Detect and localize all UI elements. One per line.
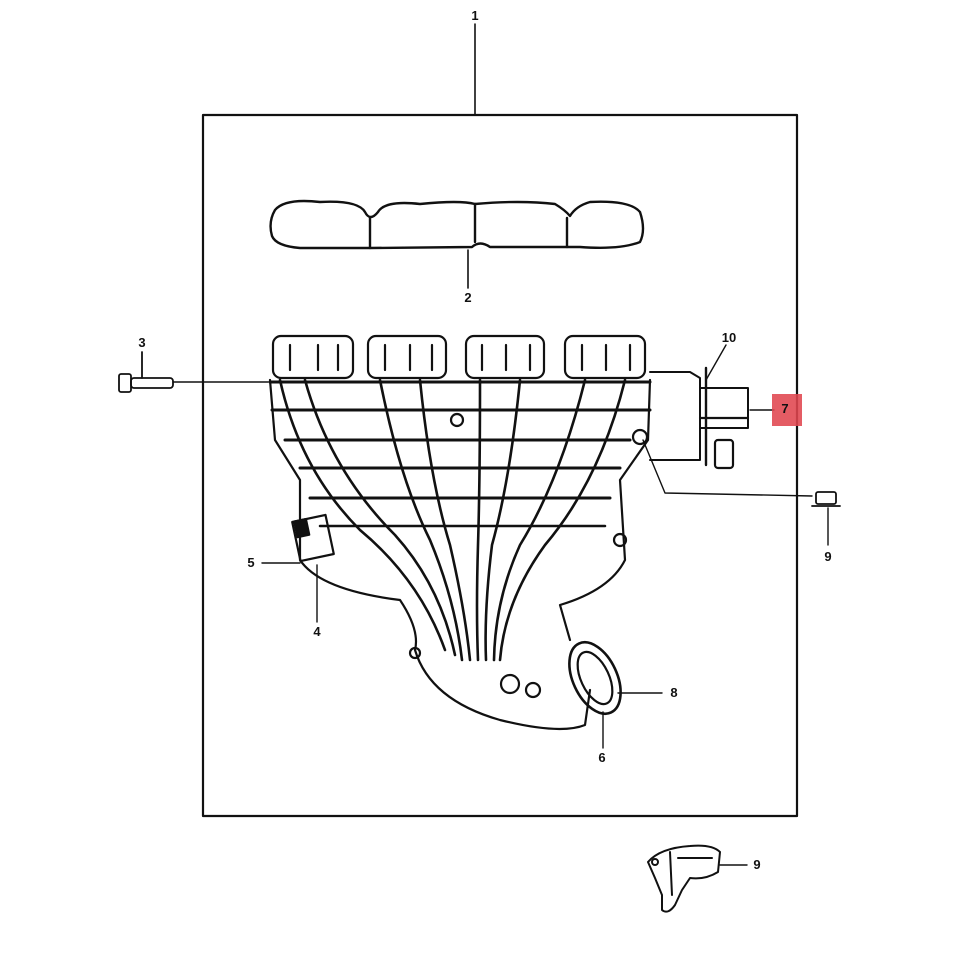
callout-9-nut[interactable]: 9	[824, 549, 832, 564]
callout-3[interactable]: 3	[138, 335, 146, 350]
callout-9-bracket[interactable]: 9	[753, 857, 761, 872]
callout-5[interactable]: 5	[247, 555, 255, 570]
leader-line-9a	[642, 439, 813, 497]
callout-8[interactable]: 8	[670, 685, 678, 700]
assembly-frame	[201, 113, 799, 818]
gasket-part	[269, 199, 645, 250]
callout-10[interactable]: 10	[721, 330, 737, 345]
callout-6[interactable]: 6	[598, 750, 606, 765]
leader-line-10	[705, 344, 727, 381]
callout-1[interactable]: 1	[471, 8, 479, 23]
bracket-part	[647, 844, 721, 913]
highlight-box-7	[772, 394, 802, 426]
callout-4[interactable]: 4	[313, 624, 321, 639]
callout-7[interactable]: 7	[781, 401, 789, 416]
nut-part	[811, 491, 841, 507]
intake-manifold	[268, 334, 750, 731]
callout-2[interactable]: 2	[464, 290, 472, 305]
bolt-part	[118, 351, 174, 393]
